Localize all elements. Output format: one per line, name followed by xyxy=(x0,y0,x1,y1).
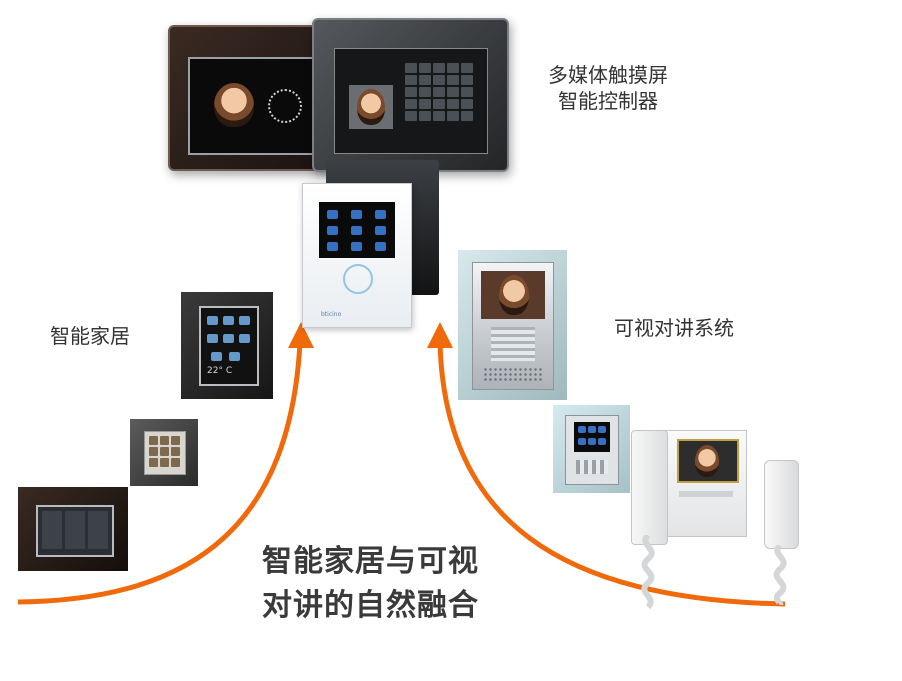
headline-line-1: 智能家居与可视 xyxy=(262,544,479,579)
switch-rocker-3 xyxy=(88,511,108,549)
central-device: bticino xyxy=(302,183,412,328)
door-panel-video xyxy=(481,271,545,319)
handset-cord-right xyxy=(773,545,787,605)
door-entry-panel xyxy=(458,250,567,400)
intercom-handset-right xyxy=(764,460,799,549)
video-intercom-monitor xyxy=(664,430,747,537)
indoor-monitor-small-face xyxy=(565,415,619,485)
monitor-screen xyxy=(677,439,739,483)
left-arrowhead xyxy=(288,322,314,348)
handset-cord-left xyxy=(641,535,655,610)
thermostat-temperature: 22° C xyxy=(207,366,233,376)
headline: 智能家居与可视 对讲的自然融合 xyxy=(262,540,479,628)
switch-rocker-2 xyxy=(65,511,85,549)
smart-home-label: 智能家居 xyxy=(50,324,130,348)
door-panel-speaker xyxy=(483,367,543,381)
light-switch-panel xyxy=(18,487,128,571)
touchscreen-right-display xyxy=(334,48,488,154)
thermostat-screen: 22° C xyxy=(199,306,259,386)
button-grid xyxy=(405,63,473,121)
monitor-buttons xyxy=(679,491,733,497)
indoor-monitor-small-keys xyxy=(576,460,608,474)
face-image xyxy=(214,83,254,127)
headline-line-2: 对讲的自然融合 xyxy=(262,588,479,623)
right-arrow-curve xyxy=(437,342,786,607)
switch-plate xyxy=(36,505,114,557)
intercom-handset-left xyxy=(631,430,668,545)
thermostat-panel: 22° C xyxy=(181,292,273,399)
navigation-ring-icon xyxy=(343,264,373,294)
switch-rocker-1 xyxy=(42,511,62,549)
door-panel-face xyxy=(472,262,554,390)
left-arrow-curve xyxy=(17,342,303,605)
indoor-monitor-small xyxy=(553,405,630,493)
multimedia-controller-label: 多媒体触摸屏 智能控制器 xyxy=(548,63,668,113)
keypad-plate xyxy=(144,431,186,475)
intercom-system-label: 可视对讲系统 xyxy=(614,316,734,340)
bticino-logo: bticino xyxy=(321,311,342,318)
door-panel-buttons xyxy=(491,327,535,361)
keypad-panel xyxy=(130,419,198,486)
face-image xyxy=(357,89,385,125)
face-image xyxy=(499,275,529,315)
touchscreen-controller-right xyxy=(312,18,509,172)
nav-dots xyxy=(268,89,302,123)
right-arrowhead xyxy=(427,322,453,348)
face-image xyxy=(695,445,719,477)
touchscreen-left-display xyxy=(188,57,320,155)
indoor-monitor-small-screen xyxy=(574,422,610,452)
central-device-screen xyxy=(319,202,395,258)
video-panel xyxy=(349,85,393,129)
